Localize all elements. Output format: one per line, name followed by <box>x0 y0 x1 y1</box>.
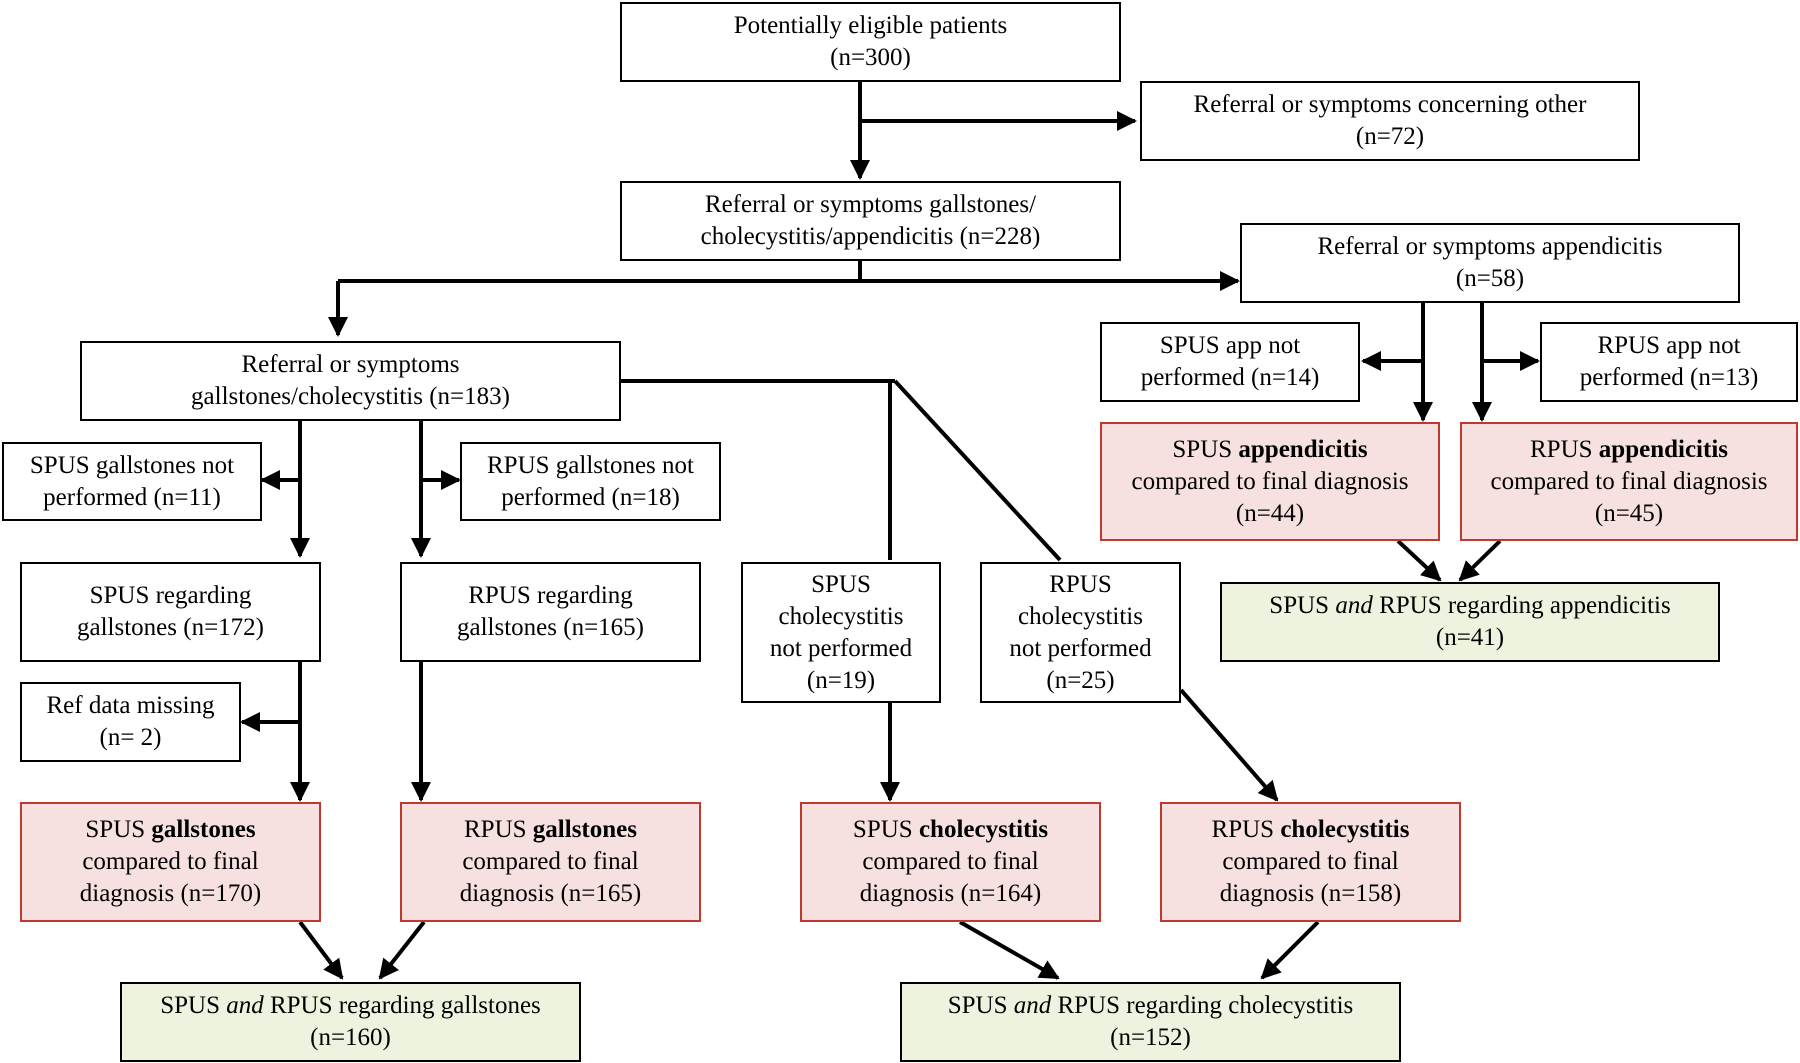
box-label: compared to final <box>1222 848 1399 875</box>
box-label: cholecystitis <box>778 602 904 630</box>
box-count: (n=25) <box>1046 666 1115 694</box>
box-label: SPUS gallstones <box>85 816 256 843</box>
box-label: compared to final <box>462 848 639 875</box>
box-count: (n=44) <box>1235 499 1305 527</box>
box-label: diagnosis (n=165) <box>459 880 642 907</box>
box-label: not performed <box>1009 634 1152 662</box>
box-label: diagnosis (n=158) <box>1219 880 1402 907</box>
box-label: RPUS <box>1049 570 1112 598</box>
ref-data-missing-box: Ref data missing (n= 2) <box>20 682 241 762</box>
box-count: (n=300) <box>830 44 911 71</box>
box-label: SPUS and RPUS regarding appendicitis <box>1269 592 1671 619</box>
box-label: Ref data missing <box>46 692 215 719</box>
box-label: gallstones (n=165) <box>457 614 644 641</box>
box-label: SPUS <box>811 570 871 598</box>
box-count: (n=19) <box>806 666 876 694</box>
rpus-gallstones-not-performed-box: RPUS gallstones not performed (n=18) <box>460 442 721 521</box>
rpus-cholecystitis-not-performed-box: RPUS cholecystitis not performed (n=25) <box>980 562 1181 703</box>
spus-cholecystitis-box: SPUS cholecystitis compared to final dia… <box>800 802 1101 922</box>
box-count: (n=45) <box>1594 499 1664 527</box>
rpus-gallstones-box: RPUS gallstones compared to final diagno… <box>400 802 701 922</box>
box-count: (n=41) <box>1435 624 1505 651</box>
spus-appendicitis-box: SPUS appendicitis compared to final diag… <box>1100 422 1440 541</box>
gallstones-cholecystitis-box: Referral or symptoms gallstones/cholecys… <box>80 341 621 421</box>
box-count: (n=160) <box>310 1024 391 1051</box>
box-label: SPUS appendicitis <box>1172 435 1368 463</box>
box-label: SPUS cholecystitis <box>852 816 1049 843</box>
box-label: SPUS app not <box>1159 332 1301 359</box>
box-label: cholecystitis/appendicitis (n=228) <box>700 223 1041 250</box>
rpus-app-not-performed-box: RPUS app not performed (n=13) <box>1540 322 1798 402</box>
box-label: RPUS appendicitis <box>1530 435 1728 463</box>
box-label: RPUS gallstones <box>464 816 637 843</box>
spus-cholecystitis-not-performed-box: SPUS cholecystitis not performed (n=19) <box>741 562 941 703</box>
box-label: diagnosis (n=164) <box>859 880 1042 907</box>
box-label: Potentially eligible patients <box>733 12 1008 39</box>
box-label: Referral or symptoms <box>241 351 460 378</box>
spus-app-not-performed-box: SPUS app not performed (n=14) <box>1100 322 1360 402</box>
box-label: not performed <box>769 634 913 662</box>
box-label: SPUS and RPUS regarding gallstones <box>160 992 541 1019</box>
box-label: performed (n=13) <box>1579 364 1759 391</box>
box-label: performed (n=18) <box>501 483 680 511</box>
box-label: diagnosis (n=170) <box>79 880 262 907</box>
box-label: RPUS regarding <box>468 582 633 609</box>
eligible-patients-box: Potentially eligible patients (n=300) <box>620 2 1121 82</box>
rpus-cholecystitis-box: RPUS cholecystitis compared to final dia… <box>1160 802 1461 922</box>
box-label: Referral or symptoms concerning other <box>1193 91 1587 118</box>
box-label: SPUS and RPUS regarding cholecystitis <box>947 992 1354 1019</box>
rpus-appendicitis-box: RPUS appendicitis compared to final diag… <box>1460 422 1798 541</box>
box-label: cholecystitis <box>1018 602 1143 630</box>
box-label: compared to final diagnosis <box>1131 467 1409 495</box>
box-label: performed (n=14) <box>1140 364 1320 391</box>
box-label: gallstones (n=172) <box>77 614 264 641</box>
spus-gallstones-not-performed-box: SPUS gallstones not performed (n=11) <box>2 442 262 521</box>
box-label: performed (n=11) <box>43 483 221 511</box>
appendicitis-symptoms-box: Referral or symptoms appendicitis (n=58) <box>1240 223 1740 303</box>
box-label: compared to final <box>82 848 259 875</box>
box-label: RPUS gallstones not <box>487 451 694 479</box>
box-label: gallstones/cholecystitis (n=183) <box>191 383 510 410</box>
box-label: Referral or symptoms gallstones/ <box>704 191 1037 218</box>
box-label: SPUS gallstones not <box>29 451 235 479</box>
gallstones-cholecystitis-appendicitis-box: Referral or symptoms gallstones/ cholecy… <box>620 181 1121 261</box>
box-count: (n=152) <box>1110 1024 1191 1051</box>
spus-gallstones-box: SPUS gallstones compared to final diagno… <box>20 802 321 922</box>
box-count: (n=58) <box>1455 265 1525 292</box>
box-label: RPUS cholecystitis <box>1211 816 1410 843</box>
box-label: Referral or symptoms appendicitis <box>1317 233 1663 260</box>
spus-gallstones-regarding-box: SPUS regarding gallstones (n=172) <box>20 562 321 662</box>
both-cholecystitis-box: SPUS and RPUS regarding cholecystitis (n… <box>900 982 1401 1062</box>
rpus-gallstones-regarding-box: RPUS regarding gallstones (n=165) <box>400 562 701 662</box>
other-symptoms-box: Referral or symptoms concerning other (n… <box>1140 81 1640 161</box>
both-appendicitis-box: SPUS and RPUS regarding appendicitis (n=… <box>1220 582 1720 662</box>
box-count: (n=72) <box>1355 123 1425 150</box>
box-label: RPUS app not <box>1597 332 1741 359</box>
box-label: compared to final <box>862 848 1039 875</box>
box-count: (n= 2) <box>99 724 162 751</box>
box-label: SPUS regarding <box>89 582 252 609</box>
box-label: compared to final diagnosis <box>1490 467 1768 495</box>
both-gallstones-box: SPUS and RPUS regarding gallstones (n=16… <box>120 982 581 1062</box>
